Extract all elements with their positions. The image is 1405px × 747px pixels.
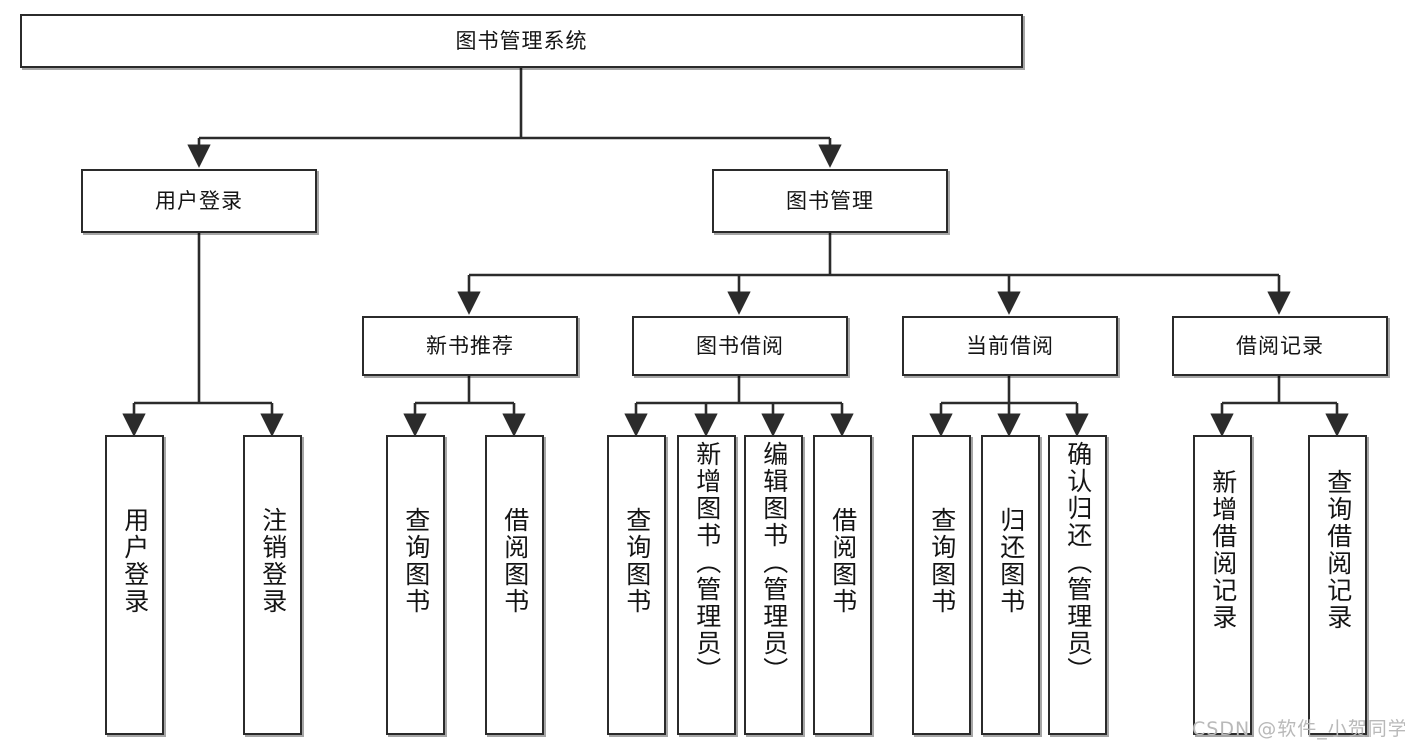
node-leaf-confirm-return[interactable]: 确认归还（管理员） <box>1048 435 1107 735</box>
node-borrow-record-label: 借阅记录 <box>1236 333 1324 358</box>
node-book-manage[interactable]: 图书管理 <box>712 169 948 233</box>
node-leaf-add-record[interactable]: 新增借阅记录 <box>1193 435 1252 735</box>
node-user-login-label: 用户登录 <box>155 188 243 213</box>
node-leaf-return-book-label: 归还图书 <box>996 507 1026 615</box>
node-book-manage-label: 图书管理 <box>786 188 874 213</box>
node-book-borrow-label: 图书借阅 <box>696 333 784 358</box>
node-leaf-confirm-return-label: 确认归还（管理员） <box>1063 441 1093 684</box>
node-leaf-add-book-label: 新增图书（管理员） <box>692 441 722 684</box>
node-user-login[interactable]: 用户登录 <box>81 169 317 233</box>
node-root[interactable]: 图书管理系统 <box>20 14 1023 68</box>
csdn-watermark: CSDN @软件_小贺同学 <box>1192 718 1405 740</box>
node-leaf-query-record[interactable]: 查询借阅记录 <box>1308 435 1367 735</box>
node-book-borrow[interactable]: 图书借阅 <box>632 316 848 376</box>
node-leaf-edit-book-label: 编辑图书（管理员） <box>759 441 789 684</box>
node-leaf-edit-book[interactable]: 编辑图书（管理员） <box>744 435 803 735</box>
node-leaf-rec-borrow[interactable]: 借阅图书 <box>485 435 544 735</box>
node-leaf-add-record-label: 新增借阅记录 <box>1208 469 1238 631</box>
node-current-borrow-label: 当前借阅 <box>966 333 1054 358</box>
node-leaf-query-record-label: 查询借阅记录 <box>1323 469 1353 631</box>
node-leaf-add-book[interactable]: 新增图书（管理员） <box>677 435 736 735</box>
node-leaf-return-book[interactable]: 归还图书 <box>981 435 1040 735</box>
node-leaf-logout[interactable]: 注销登录 <box>243 435 302 735</box>
node-leaf-borrow-query[interactable]: 查询图书 <box>607 435 666 735</box>
node-new-book-rec[interactable]: 新书推荐 <box>362 316 578 376</box>
node-new-book-rec-label: 新书推荐 <box>426 333 514 358</box>
node-leaf-rec-query-label: 查询图书 <box>401 507 431 615</box>
node-leaf-user-login[interactable]: 用户登录 <box>105 435 164 735</box>
node-leaf-borrow-query-label: 查询图书 <box>622 507 652 615</box>
node-leaf-rec-query[interactable]: 查询图书 <box>386 435 445 735</box>
node-leaf-cur-query[interactable]: 查询图书 <box>912 435 971 735</box>
node-leaf-cur-query-label: 查询图书 <box>927 507 957 615</box>
node-root-label: 图书管理系统 <box>455 28 588 53</box>
node-leaf-borrow-book-label: 借阅图书 <box>828 507 858 615</box>
node-leaf-logout-label: 注销登录 <box>258 507 288 615</box>
node-leaf-user-login-label: 用户登录 <box>120 507 150 615</box>
node-borrow-record[interactable]: 借阅记录 <box>1172 316 1388 376</box>
node-leaf-borrow-book[interactable]: 借阅图书 <box>813 435 872 735</box>
node-current-borrow[interactable]: 当前借阅 <box>902 316 1118 376</box>
node-leaf-rec-borrow-label: 借阅图书 <box>500 507 530 615</box>
